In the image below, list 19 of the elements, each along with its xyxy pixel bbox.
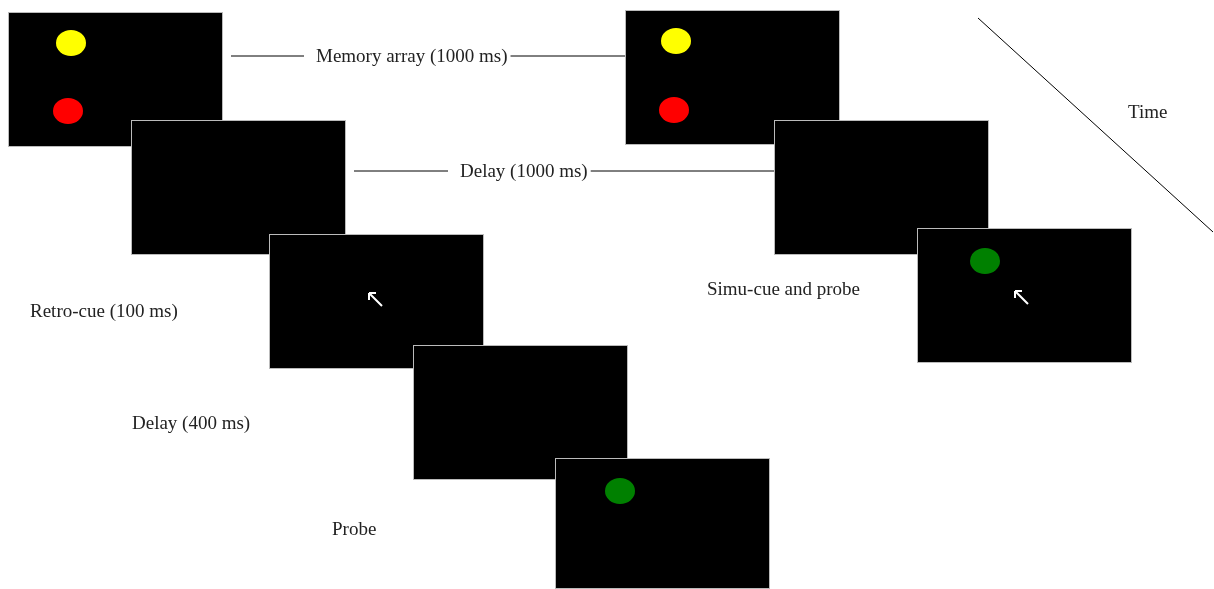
phase-label: Retro-cue (100 ms): [30, 300, 178, 322]
phase-label: Simu-cue and probe: [707, 278, 860, 300]
screen-panel: [269, 234, 484, 369]
phase-label: Memory array (1000 ms): [316, 45, 508, 67]
screen-panel: [625, 10, 840, 145]
screen-panel: [413, 345, 628, 480]
phase-label: Probe: [332, 518, 377, 540]
phase-label: Delay (1000 ms): [460, 160, 588, 182]
screen-panel: [8, 12, 223, 147]
phase-label: Delay (400 ms): [132, 412, 251, 434]
connector-line: [510, 55, 626, 57]
screen-panel: [774, 120, 989, 255]
screen-panel: [917, 228, 1132, 363]
screen-panel: [555, 458, 770, 589]
screen-panel: [131, 120, 346, 255]
connector-line: [230, 55, 305, 57]
axis-label: Time: [1128, 101, 1168, 123]
connector-line: [353, 170, 449, 172]
connector-line: [590, 170, 775, 172]
